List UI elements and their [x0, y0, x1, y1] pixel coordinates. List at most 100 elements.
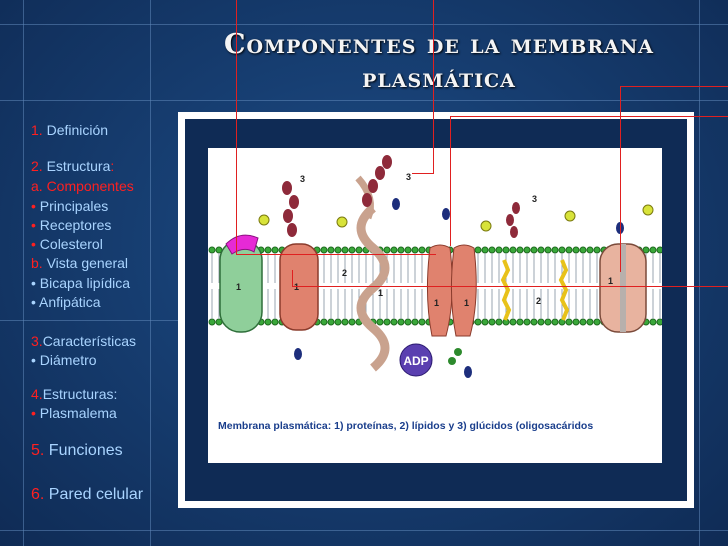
menu-label: Anfipática — [39, 294, 101, 310]
lipid-head — [418, 246, 426, 254]
lipid-head — [516, 246, 524, 254]
alpha-helix-protein — [355, 175, 390, 372]
lipid-head — [411, 246, 419, 254]
lipid-head — [593, 246, 601, 254]
menu-number: 5. — [31, 442, 45, 459]
lipid-head — [544, 318, 552, 326]
menu-number: 6. — [31, 486, 45, 503]
menu-label: Pared celular — [48, 486, 144, 503]
menu-label: Principales — [39, 198, 109, 214]
menu-label: Características — [42, 333, 137, 349]
lipid-head — [586, 318, 594, 326]
bullet: • — [31, 405, 36, 421]
menu-label: Plasmalema — [39, 405, 117, 421]
lipid-head — [579, 246, 587, 254]
menu-item-caracteristicas[interactable]: 3.Características — [31, 333, 136, 350]
lipid-head — [565, 246, 573, 254]
lipid-head — [516, 318, 524, 326]
menu-item-principales[interactable]: • Principales — [31, 198, 108, 215]
lipid-head — [271, 318, 279, 326]
lipid-head — [502, 246, 510, 254]
menu-number: 2. — [31, 158, 43, 174]
menu-item-estructura[interactable]: 2. Estructura: — [31, 158, 114, 175]
menu-item-vista-general[interactable]: b. Vista general — [31, 255, 128, 272]
svg-text:1: 1 — [464, 298, 469, 308]
lipid-head — [544, 246, 552, 254]
lipid-head — [593, 318, 601, 326]
lipid-head — [208, 318, 216, 326]
lipid-head — [565, 318, 573, 326]
menu-item-estructuras[interactable]: 4.Estructuras: — [31, 386, 117, 403]
menu-number: 3. — [31, 333, 43, 349]
lipid-head — [530, 246, 538, 254]
menu-number: 1. — [31, 122, 43, 138]
lipid-head — [649, 318, 657, 326]
menu-label: Bicapa lipídica — [39, 275, 131, 291]
menu-item-componentes[interactable]: a. Componentes — [31, 178, 134, 194]
decor-line — [699, 0, 700, 546]
menu-label: Estructuras: — [42, 386, 118, 402]
decor-line — [0, 100, 728, 101]
menu-label: Estructura — [46, 158, 111, 174]
lipid-head — [264, 246, 272, 254]
menu-item-bicapa[interactable]: • Bicapa lipídica — [31, 275, 130, 292]
menu-number: b. — [31, 255, 43, 271]
lipid-head — [495, 318, 503, 326]
lipid-head — [474, 246, 482, 254]
annotation-line — [292, 286, 728, 287]
svg-text:3: 3 — [406, 172, 411, 182]
lipid-head — [509, 246, 517, 254]
svg-text:1: 1 — [608, 276, 613, 286]
bullet: • — [31, 294, 36, 310]
annotation-line — [412, 173, 434, 174]
decor-line — [0, 320, 178, 321]
lipid-head — [572, 246, 580, 254]
bullet: • — [31, 236, 36, 252]
transmembrane-protein-right — [599, 243, 647, 333]
menu-label: Definición — [46, 122, 109, 138]
bullet: • — [31, 198, 36, 214]
menu-number: 4. — [31, 386, 43, 402]
menu-label: Colesterol — [39, 236, 103, 252]
transmembrane-protein-salmon — [279, 243, 319, 331]
svg-text:3: 3 — [300, 174, 305, 184]
lipid-head — [488, 318, 496, 326]
svg-text:2: 2 — [342, 268, 347, 278]
page-title: Componentes de la membrana plasmática — [224, 29, 654, 94]
lipid-head — [320, 246, 328, 254]
lipid-head — [271, 246, 279, 254]
lipid-head — [558, 246, 566, 254]
menu-item-funciones[interactable]: 5. Funciones — [31, 442, 123, 459]
menu-item-definicion[interactable]: 1. Definición — [31, 122, 108, 139]
lipid-head — [537, 246, 545, 254]
lipid-head — [656, 246, 662, 254]
lipid-head — [376, 318, 384, 326]
annotation-line — [450, 116, 728, 117]
menu-item-pared-celular[interactable]: 6. Pared celular — [31, 486, 143, 503]
lipid-head — [579, 318, 587, 326]
lipid-head — [341, 246, 349, 254]
membrane-illustration: ADP 1 1 2 1 1 1 2 1 3 3 3 — [208, 155, 662, 378]
decor-line — [0, 24, 728, 25]
svg-text:1: 1 — [294, 282, 299, 292]
annotation-line — [620, 86, 728, 87]
bullet: • — [31, 275, 36, 291]
menu-item-diametro[interactable]: • Diámetro — [31, 352, 97, 369]
lipid-head — [264, 318, 272, 326]
cholesterol-molecules — [500, 259, 570, 321]
menu-item-receptores[interactable]: • Receptores — [31, 217, 111, 234]
menu-colon: : — [110, 158, 115, 174]
lipid-head — [537, 318, 545, 326]
lipid-head — [334, 246, 342, 254]
lipid-head — [390, 246, 398, 254]
lipid-head — [551, 246, 559, 254]
lipid-head — [404, 246, 412, 254]
menu-item-colesterol[interactable]: • Colesterol — [31, 236, 103, 253]
menu-item-plasmalema[interactable]: • Plasmalema — [31, 405, 117, 422]
membrane-figure: ADP 1 1 2 1 1 1 2 1 3 3 3 Membrana plasm… — [208, 148, 662, 463]
menu-item-anfipatica[interactable]: • Anfipática — [31, 294, 101, 311]
menu-label: Diámetro — [39, 352, 97, 368]
menu-label: Receptores — [39, 217, 112, 233]
annotation-line — [292, 270, 293, 287]
lipid-head — [523, 246, 531, 254]
